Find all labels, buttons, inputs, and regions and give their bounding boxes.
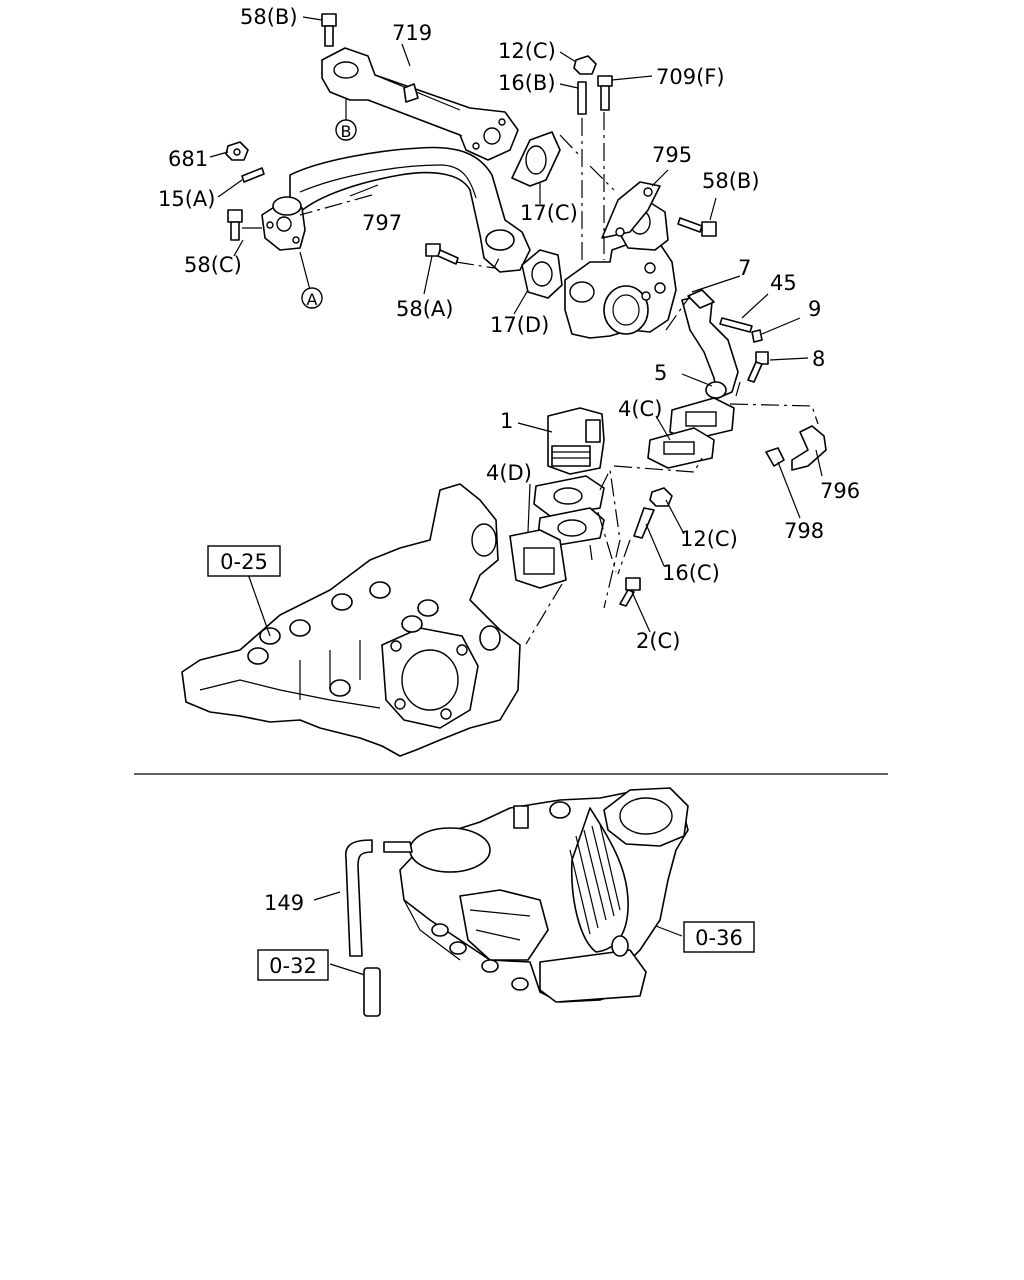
stud-45	[719, 317, 753, 333]
gasket-17c	[511, 131, 561, 187]
part-labels: 58(B) 719 681 15(A) 797 58(C) 12(C) 16(B…	[158, 5, 860, 915]
label-58b-right: 58(B)	[702, 169, 760, 193]
stud-16c	[633, 507, 655, 539]
label-58c: 58(C)	[184, 253, 242, 277]
gasket-17d	[521, 249, 563, 299]
svg-text:0-32: 0-32	[269, 954, 317, 978]
ref-box-0-32: 0-32	[257, 949, 329, 981]
label-45: 45	[770, 271, 797, 295]
stud-15a	[241, 167, 265, 183]
turbocharger	[399, 787, 689, 1003]
stud-16b	[577, 81, 587, 115]
label-15a: 15(A)	[158, 187, 215, 211]
pipe-719	[321, 47, 519, 161]
label-16b: 16(B)	[498, 71, 556, 95]
clip-798	[765, 447, 785, 467]
label-17d: 17(D)	[490, 313, 549, 337]
bolt-58c	[227, 209, 243, 241]
bolt-58a	[425, 243, 459, 265]
alignment-lines	[299, 112, 819, 645]
gasket-795	[601, 181, 661, 239]
label-4c: 4(C)	[618, 397, 662, 421]
nut-681	[225, 141, 249, 161]
svg-text:0-36: 0-36	[695, 926, 743, 950]
pipe-7	[669, 289, 739, 441]
gasket-4c	[647, 427, 715, 469]
nut-12c-mid	[649, 487, 673, 507]
label-8: 8	[812, 347, 825, 371]
label-797: 797	[362, 211, 402, 235]
ref-box-0-25: 0-25	[207, 545, 281, 577]
bolt-58b-top	[321, 13, 337, 47]
intake-manifold	[181, 483, 521, 757]
bolt-2c	[619, 577, 641, 607]
label-1: 1	[500, 409, 513, 433]
nut-12c-top	[573, 55, 597, 75]
gasket-4d	[509, 529, 567, 589]
pin-9	[751, 329, 763, 343]
circle-ref-a: A	[301, 287, 323, 309]
label-4d: 4(D)	[486, 461, 532, 485]
label-12c-mid: 12(C)	[680, 527, 738, 551]
ref-box-0-36: 0-36	[683, 921, 755, 953]
bolt-58b-right	[677, 217, 717, 237]
svg-text:A: A	[307, 290, 318, 309]
leader-lines	[209, 16, 823, 977]
pipe-797	[261, 146, 531, 273]
label-149: 149	[264, 891, 304, 915]
label-16c: 16(C)	[662, 561, 720, 585]
label-719: 719	[392, 21, 432, 45]
egr-valve-1	[547, 407, 605, 475]
svg-text:B: B	[341, 122, 352, 141]
bolt-709f	[597, 75, 613, 111]
svg-text:0-25: 0-25	[220, 550, 268, 574]
circle-ref-b: B	[335, 119, 357, 141]
label-58b-top: 58(B)	[240, 5, 298, 29]
label-798: 798	[784, 519, 824, 543]
label-9: 9	[808, 297, 821, 321]
bolt-8	[747, 351, 769, 383]
label-2c: 2(C)	[636, 629, 680, 653]
label-12c-top: 12(C)	[498, 39, 556, 63]
label-681: 681	[168, 147, 208, 171]
label-709f: 709(F)	[656, 65, 725, 89]
label-795: 795	[652, 143, 692, 167]
label-17c: 17(C)	[520, 201, 578, 225]
label-58a: 58(A)	[396, 297, 453, 321]
label-5: 5	[654, 361, 667, 385]
clamp-796	[791, 425, 827, 471]
hose-149	[345, 839, 413, 1017]
label-7: 7	[738, 256, 751, 280]
label-796: 796	[820, 479, 860, 503]
